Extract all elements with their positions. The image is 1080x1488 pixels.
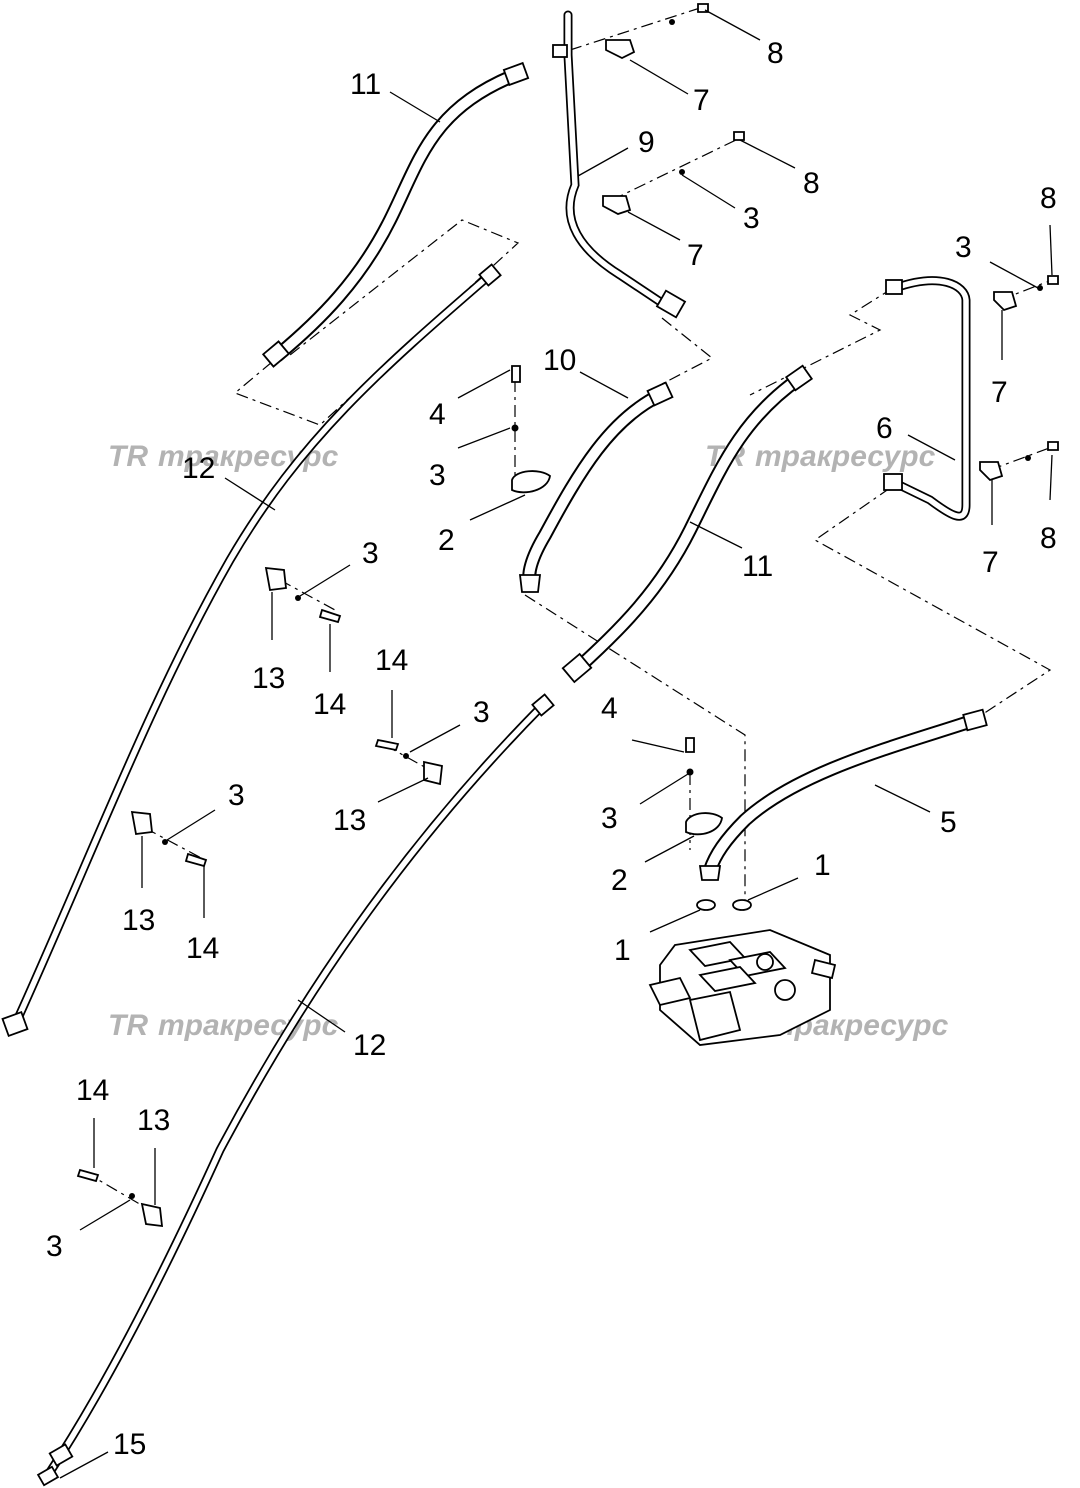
callout-13: 13 — [252, 662, 285, 695]
callout-7: 7 — [991, 376, 1008, 409]
callout-11: 11 — [742, 550, 773, 583]
callout-4: 4 — [429, 398, 446, 431]
callout-10: 10 — [543, 344, 576, 377]
svg-text:TR: TR — [108, 440, 148, 473]
callout-14: 14 — [313, 688, 346, 721]
svg-text:тракресурс: тракресурс — [158, 1009, 339, 1042]
callout-12: 12 — [353, 1029, 386, 1062]
callout-8: 8 — [767, 37, 784, 70]
connection-lines — [84, 7, 1053, 1214]
svg-text:TR: TR — [108, 1009, 148, 1042]
callout-3: 3 — [955, 231, 972, 264]
callout-11: 11 — [350, 68, 381, 101]
callout-15: 15 — [113, 1428, 146, 1461]
hose-12-right — [36, 693, 555, 1487]
hose-5 — [698, 708, 988, 881]
pipe-9 — [552, 10, 687, 319]
hose-11-upper — [261, 61, 530, 368]
callout-14: 14 — [186, 932, 219, 965]
callout-14: 14 — [76, 1074, 109, 1107]
leader-lines — [59, 9, 1053, 1479]
callout-9: 9 — [638, 126, 655, 159]
callout-1: 1 — [814, 849, 831, 882]
callout-8: 8 — [1040, 182, 1057, 215]
callout-4: 4 — [601, 692, 618, 725]
callout-3: 3 — [362, 537, 379, 570]
svg-text:тракресурс: тракресурс — [755, 440, 936, 473]
callout-3: 3 — [46, 1230, 63, 1263]
callout-3: 3 — [601, 802, 618, 835]
callout-13: 13 — [333, 804, 366, 837]
hose-10 — [518, 381, 674, 593]
callout-5: 5 — [940, 806, 957, 839]
callout-2: 2 — [438, 524, 455, 557]
callout-12: 12 — [182, 452, 215, 485]
pipe-6 — [883, 276, 971, 521]
callout-1: 1 — [614, 934, 631, 967]
callout-labels: 11 8 7 9 8 3 7 8 3 7 10 4 3 2 6 8 7 11 1… — [46, 37, 1057, 1461]
control-valve-block — [648, 929, 837, 1046]
callout-3: 3 — [743, 202, 760, 235]
callout-3: 3 — [228, 779, 245, 812]
callout-8: 8 — [803, 167, 820, 200]
callout-7: 7 — [687, 239, 704, 272]
callout-8: 8 — [1040, 522, 1057, 555]
callout-7: 7 — [982, 546, 999, 579]
callout-3: 3 — [429, 459, 446, 492]
hose-12-left — [1, 263, 502, 1038]
callout-7: 7 — [693, 84, 710, 117]
fasteners — [76, 3, 1059, 1228]
callout-13: 13 — [122, 904, 155, 937]
callout-3: 3 — [473, 696, 490, 729]
callout-14: 14 — [375, 644, 408, 677]
callout-2: 2 — [611, 864, 628, 897]
callout-6: 6 — [876, 412, 893, 445]
callout-13: 13 — [137, 1104, 170, 1137]
hose-11-lower — [561, 364, 814, 684]
